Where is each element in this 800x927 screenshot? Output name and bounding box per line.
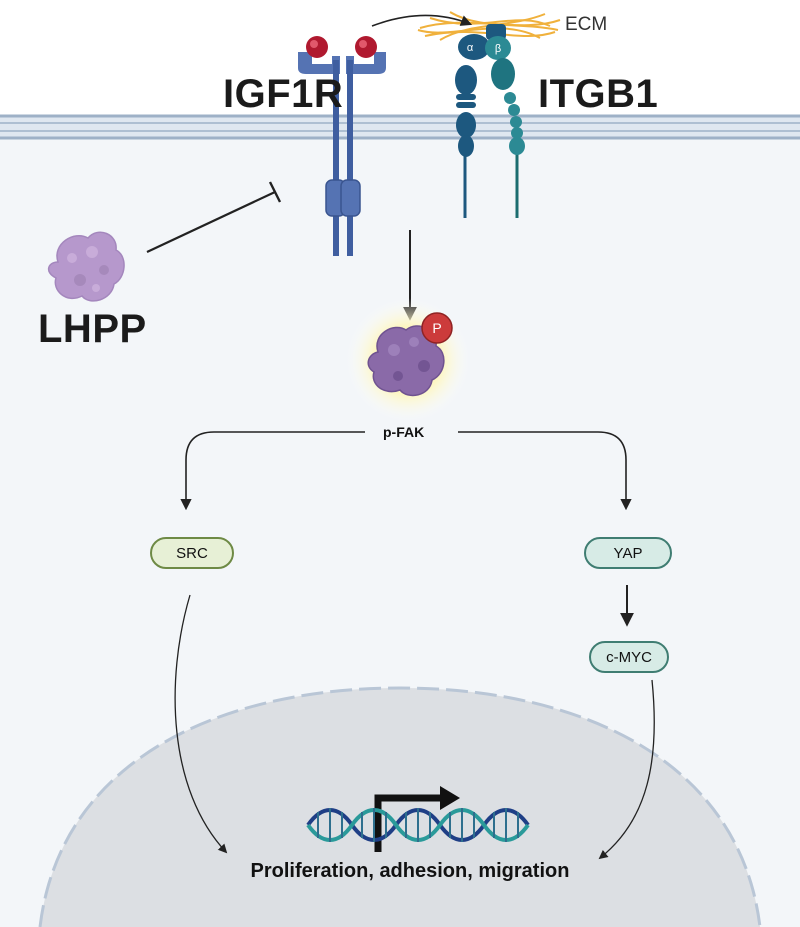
nucleus — [38, 686, 762, 927]
itgb1-integrin: α β — [455, 24, 525, 218]
lhpp-inhibition — [146, 181, 282, 253]
ecm-label: ECM — [565, 14, 608, 35]
arrow-myc-to-nucleus — [598, 679, 655, 860]
beta-label: β — [495, 43, 501, 55]
lhpp-label: LHPP — [38, 307, 147, 351]
c-myc-node: c-MYC — [589, 641, 669, 673]
phospho-group — [421, 312, 453, 344]
transcription-arrow — [440, 786, 460, 810]
dna-helix — [306, 808, 530, 842]
src-node: SRC — [150, 537, 234, 569]
arrow-src-to-nucleus — [174, 594, 228, 854]
integrin-alpha-head — [458, 34, 490, 60]
plasma-membrane — [0, 114, 800, 140]
integrin-beta-head — [485, 36, 511, 60]
arrow-to-src — [180, 431, 365, 511]
igf1-ligand-left — [306, 36, 328, 58]
outcome-label: Proliferation, adhesion, migration — [250, 860, 570, 882]
yap-node: YAP — [584, 537, 672, 569]
igf1-ligand-right — [355, 36, 377, 58]
igf1r-receptor — [298, 36, 386, 256]
arrow-to-yap — [458, 431, 632, 511]
phospho-label: P — [432, 320, 441, 336]
ecm-arrow — [371, 14, 473, 27]
igf1r-label: IGF1R — [223, 72, 344, 116]
fak-protein: P — [346, 298, 470, 422]
lhpp-protein — [47, 231, 125, 302]
p-fak-label: p-FAK — [383, 424, 425, 440]
alpha-label: α — [467, 42, 474, 54]
itgb1-label: ITGB1 — [538, 72, 659, 116]
